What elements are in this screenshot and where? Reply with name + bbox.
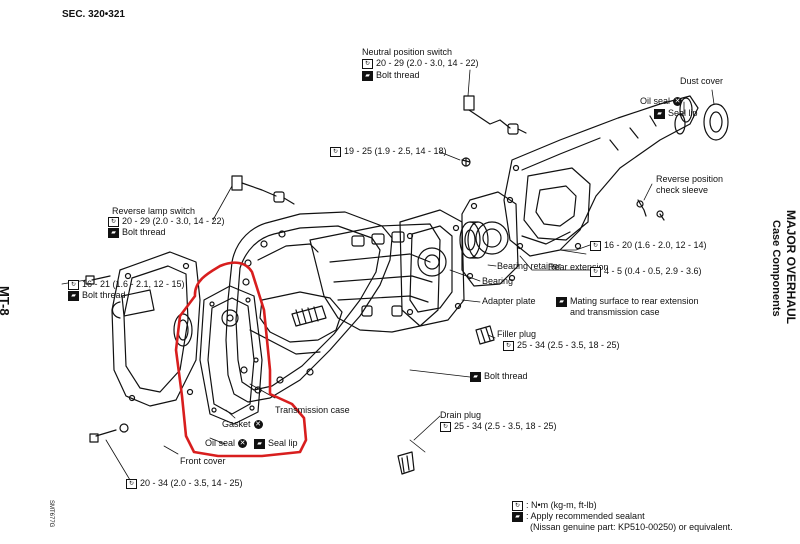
- torque-wrench-icon: ↻: [330, 146, 341, 157]
- side-title-main: MAJOR OVERHAUL: [784, 210, 798, 325]
- rear-extension-label: Rear extension: [548, 262, 609, 272]
- small-parts-drawing: [85, 95, 729, 475]
- filler-torque-label: ↻25 - 34 (2.5 - 3.5, 18 - 25): [503, 340, 620, 351]
- legend-sealant-note: (Nissan genuine part: KP510-00250) or eq…: [530, 522, 733, 532]
- legend-torque: ↻: N•m (kg-m, ft-lb): [512, 500, 597, 511]
- figure-code: SMT677G: [48, 500, 54, 528]
- front-torque-label: ↻16 - 21 (1.6 - 2.1, 12 - 15): [68, 279, 185, 290]
- neutral-switch-label: Neutral position switch: [362, 47, 453, 57]
- reverse-sleeve-label-1: Reverse position: [656, 174, 724, 184]
- front-cover-drawing: [111, 251, 201, 407]
- bearing-label: Bearing: [482, 276, 514, 286]
- oil-seal-bottom-label: Oil seal✕: [205, 438, 248, 449]
- mating-surface-label-1: ▰Mating surface to rear extension: [556, 296, 699, 307]
- sealant-tube-icon: ▰: [108, 227, 119, 238]
- torque-wrench-icon: ↻: [590, 266, 601, 277]
- sealant-tube-icon: ▰: [512, 511, 523, 522]
- torque-wrench-icon: ↻: [590, 240, 601, 251]
- sealant-tube-icon: ▰: [556, 296, 567, 307]
- torque-wrench-icon: ↻: [126, 478, 137, 489]
- mating-surface-label-2: and transmission case: [570, 307, 660, 317]
- sealant-tube-icon: ▰: [470, 371, 481, 382]
- seal-lip-top-label: ▰Seal lip: [654, 108, 698, 119]
- torque-wrench-icon: ↻: [440, 421, 451, 432]
- bolt-thread-mid-label: ▰Bolt thread: [470, 371, 528, 382]
- front-cover-torque-label: ↻20 - 34 (2.0 - 3.5, 14 - 25): [126, 478, 243, 489]
- reverse-lamp-thread-label: ▰Bolt thread: [108, 227, 166, 238]
- adapter-plate-label: Adapter plate: [482, 296, 536, 306]
- oil-seal-gasket-drawing: [173, 285, 263, 425]
- rear-torque-4-label: ↻4 - 5 (0.4 - 0.5, 2.9 - 3.6): [590, 266, 702, 277]
- torque-wrench-icon: ↻: [503, 340, 514, 351]
- grease-icon: ▰: [254, 438, 265, 449]
- bearing-retainer-label: Bearing retainer: [497, 261, 562, 271]
- drain-plug-label: Drain plug: [440, 410, 482, 420]
- front-cover-label: Front cover: [180, 456, 226, 466]
- bolt-torque-19-label: ↻19 - 25 (1.9 - 2.5, 14 - 18): [330, 146, 447, 157]
- reverse-sleeve-label-2: check sleeve: [656, 185, 709, 195]
- filler-plug-label: Filler plug: [497, 329, 537, 339]
- torque-wrench-icon: ↻: [512, 500, 523, 511]
- replace-part-icon: ✕: [238, 439, 248, 449]
- torque-wrench-icon: ↻: [108, 216, 119, 227]
- sealant-tube-icon: ▰: [68, 290, 79, 301]
- bearing-drawing: [459, 221, 489, 259]
- highlight-outline: [174, 261, 308, 458]
- gasket-label: Gasket✕: [222, 419, 263, 430]
- replace-part-icon: ✕: [253, 420, 263, 430]
- torque-wrench-icon: ↻: [68, 279, 79, 290]
- drain-torque-label: ↻25 - 34 (2.5 - 3.5, 18 - 25): [440, 421, 557, 432]
- adapter-plate-drawing: [399, 209, 465, 327]
- dust-cover-label: Dust cover: [680, 76, 724, 86]
- transmission-case-label: Transmission case: [275, 405, 350, 415]
- rear-extension-drawing: [503, 95, 699, 257]
- seal-lip-bottom-label: ▰Seal lip: [254, 438, 298, 449]
- legend-sealant: ▰: Apply recommended sealant: [512, 511, 645, 522]
- sealant-tube-icon: ▰: [362, 70, 373, 81]
- front-thread-label: ▰Bolt thread: [68, 290, 126, 301]
- bearing-retainer-drawing: [461, 191, 519, 287]
- reverse-lamp-torque-label: ↻20 - 29 (2.0 - 3.0, 14 - 22): [108, 216, 225, 227]
- reverse-lamp-label: Reverse lamp switch: [112, 206, 196, 216]
- torque-wrench-icon: ↻: [362, 58, 373, 69]
- side-title-sub: Case Components: [770, 220, 782, 317]
- page-number: MT-8: [0, 286, 12, 316]
- section-heading: SEC. 320•321: [62, 9, 125, 20]
- replace-part-icon: ✕: [673, 97, 683, 107]
- neutral-thread-label: ▰Bolt thread: [362, 70, 420, 81]
- rear-torque-16-label: ↻16 - 20 (1.6 - 2.0, 12 - 14): [590, 240, 707, 251]
- neutral-torque-label: ↻20 - 29 (2.0 - 3.0, 14 - 22): [362, 58, 479, 69]
- oil-seal-top-label: Oil seal✕: [640, 96, 683, 107]
- grease-icon: ▰: [654, 108, 665, 119]
- transmission-case-drawing: [225, 211, 441, 403]
